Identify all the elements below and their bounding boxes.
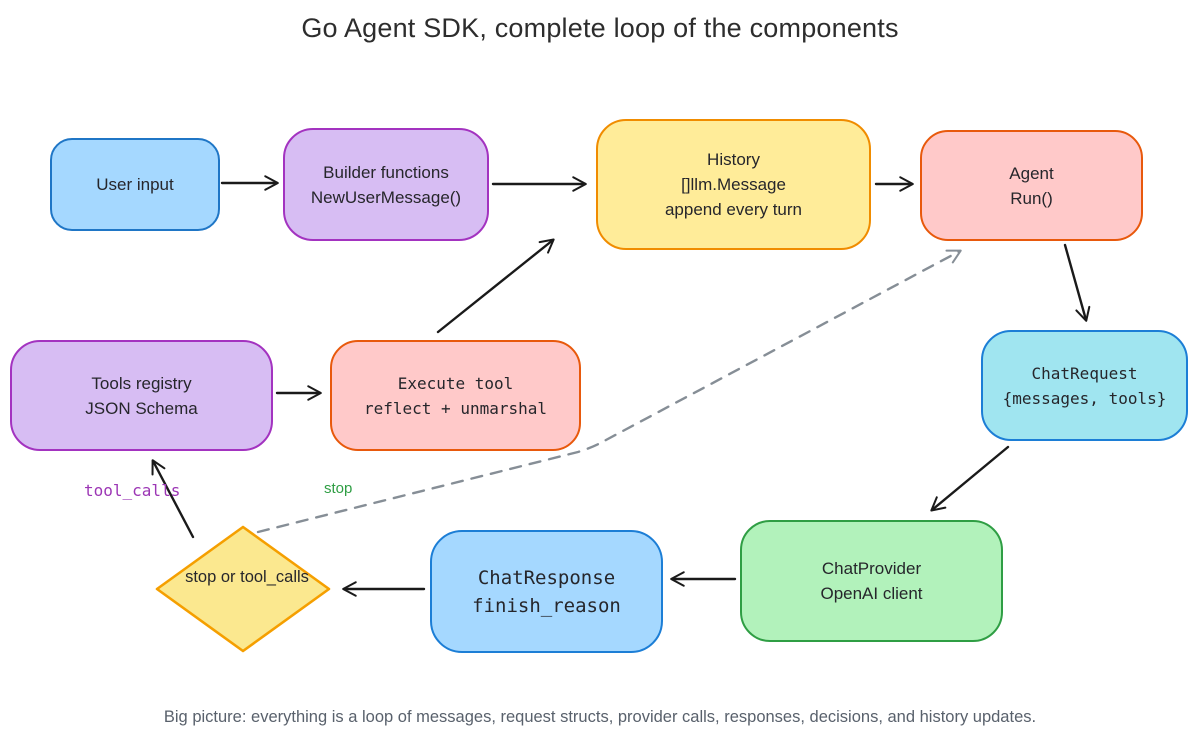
- node-chat-request: ChatRequest {messages, tools}: [981, 330, 1188, 441]
- node-decision-shape: [155, 525, 331, 653]
- node-decision-line: tool_calls: [240, 568, 309, 586]
- arrow-decision-to-tools-registry: [151, 459, 195, 539]
- node-chat-response-line: ChatResponse: [477, 566, 616, 589]
- node-history-line: History: [707, 150, 760, 169]
- diagram-caption: Big picture: everything is a loop of mes…: [163, 708, 1037, 726]
- node-tools-registry-line: Tools registry: [91, 373, 192, 393]
- node-execute-tool: Execute tool reflect + unmarshal: [330, 340, 581, 451]
- node-execute-tool-line: Execute tool: [397, 373, 514, 393]
- node-user-input-line: User input: [96, 175, 174, 194]
- arrow-chat-request-to-chat-provider: [930, 445, 1010, 512]
- node-history: History []llm.Message append every turn: [596, 119, 871, 250]
- node-history-line: []llm.Message: [681, 175, 786, 194]
- node-agent: Agent Run(): [920, 130, 1143, 241]
- node-builder-line: NewUserMessage(): [310, 187, 462, 207]
- node-decision-line: stop or: [185, 568, 236, 586]
- edge-label-stop: stop: [324, 480, 353, 497]
- arrow-decision-to-agent-dashed: [256, 249, 962, 534]
- node-decision-label: stop or tool_calls: [163, 566, 331, 589]
- node-chat-request-line: {messages, tools}: [1002, 388, 1167, 408]
- node-chat-provider-line: ChatProvider: [821, 559, 922, 578]
- node-user-input: User input: [50, 138, 220, 231]
- edge-label-tool-calls: tool_calls: [84, 481, 181, 500]
- node-chat-response-line: finish_reason: [472, 594, 621, 617]
- node-builder-functions: Builder functions NewUserMessage(): [283, 128, 489, 241]
- node-builder-line: Builder functions: [323, 162, 449, 182]
- node-chat-provider-line: OpenAI client: [820, 584, 923, 603]
- node-tools-registry: Tools registry JSON Schema: [10, 340, 273, 451]
- node-tools-registry-line: JSON Schema: [85, 398, 198, 418]
- node-execute-tool-line: reflect + unmarshal: [363, 398, 548, 418]
- node-history-line: append every turn: [664, 200, 803, 219]
- arrow-agent-to-chat-request: [1063, 243, 1091, 322]
- arrow-execute-tool-to-history: [436, 238, 555, 334]
- node-agent-line: Agent: [1009, 163, 1054, 183]
- diagram-title: Go Agent SDK, complete loop of the compo…: [301, 13, 899, 43]
- node-chat-request-line: ChatRequest: [1031, 363, 1138, 383]
- node-chat-provider: ChatProvider OpenAI client: [740, 520, 1003, 642]
- node-chat-response: ChatResponse finish_reason: [430, 530, 663, 653]
- node-agent-line: Run(): [1010, 188, 1053, 208]
